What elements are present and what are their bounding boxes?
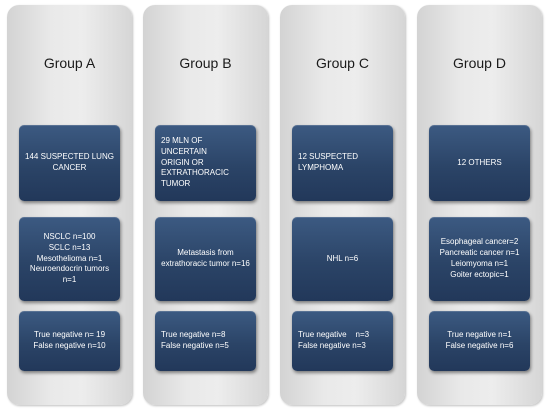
group-c-diagnosis-line-1: NHL n=6 [326, 253, 359, 263]
group-a-results-box: True negative n= 19 False negative n=10 [19, 311, 120, 371]
group-b-title: Group B [179, 55, 232, 71]
group-c-suspected-line-1: 12 SUSPECTED [298, 152, 359, 162]
group-a-diagnosis-line-4: Neuroendocrin tumors [29, 264, 110, 274]
group-b-suspected-line-2: ORIGIN OR [161, 157, 204, 167]
group-a-column: Group A 144 SUSPECTED LUNG CANCER NSCLC … [7, 5, 132, 405]
group-b-suspected-line-1: 29 MLN OF UNCERTAIN [161, 136, 207, 156]
group-b-suspected-line-3: EXTRATHORACIC TUMOR [161, 168, 231, 189]
group-b-suspected-box: 29 MLN OF UNCERTAIN ORIGIN OR EXTRATHORA… [155, 125, 256, 201]
group-a-title: Group A [43, 55, 96, 71]
group-c-suspected-box: 12 SUSPECTED LYMPHOMA [292, 125, 393, 201]
group-c-suspected-line-2: LYMPHOMA [298, 163, 344, 172]
group-a-diagnosis-line-1: NSCLC n=100 [43, 232, 96, 241]
group-b-false-negative: False negative n=5 [161, 341, 229, 350]
group-a-suspected-line-2: CANCER [52, 163, 87, 172]
group-b-column: Group B 29 MLN OF UNCERTAIN ORIGIN OR EX… [143, 5, 268, 405]
group-d-true-negative: True negative n=1 [447, 330, 512, 340]
group-a-diagnosis-line-5: n=1 [62, 275, 77, 285]
group-d-diagnosis-line-1: Esophageal cancer=2 [440, 237, 519, 247]
group-c-false-negative: False negative n=3 [298, 341, 366, 350]
group-c-diagnosis-box: NHL n=6 [292, 217, 393, 301]
group-a-suspected-line-1: 144 SUSPECTED LUNG [25, 152, 114, 162]
group-a-true-negative: True negative n= 19 [33, 330, 106, 340]
group-d-diagnosis-box: Esophageal cancer=2 Pancreatic cancer n=… [429, 217, 530, 301]
group-c-title: Group C [316, 55, 369, 71]
group-a-diagnosis-line-2: SCLC n=13 [48, 242, 91, 252]
group-d-diagnosis-line-2: Pancreatic cancer n=1 [439, 248, 520, 258]
group-d-title: Group D [453, 55, 506, 71]
group-a-false-negative: False negative n=10 [33, 341, 106, 350]
group-d-diagnosis-line-3: Leiomyoma n=1 [450, 259, 509, 268]
group-b-true-negative: True negative n=8 [161, 330, 226, 340]
group-d-results-box: True negative n=1 False negative n=6 [429, 311, 530, 371]
group-a-diagnosis-line-3: Mesothelioma n=1 [36, 253, 103, 263]
group-c-true-negative: True negative n=3 [298, 330, 370, 340]
group-d-diagnosis-line-4: Goiter ectopic=1 [450, 269, 509, 279]
group-b-diagnosis-line-1: Metastasis from [177, 248, 234, 258]
group-c-column: Group C 12 SUSPECTED LYMPHOMA NHL n=6 Tr… [280, 5, 405, 405]
group-d-column: Group D 12 OTHERS Esophageal cancer=2 Pa… [417, 5, 542, 405]
group-d-suspected-box: 12 OTHERS [429, 125, 530, 201]
group-d-false-negative: False negative n=6 [445, 341, 514, 350]
group-d-suspected-line-1: 12 OTHERS [457, 157, 502, 167]
group-b-diagnosis-line-2: extrathoracic tumor n=16 [161, 259, 250, 268]
group-b-diagnosis-box: Metastasis from extrathoracic tumor n=16 [155, 217, 256, 301]
group-a-suspected-box: 144 SUSPECTED LUNG CANCER [19, 125, 120, 201]
group-c-results-box: True negative n=3 False negative n=3 [292, 311, 393, 371]
group-b-results-box: True negative n=8 False negative n=5 [155, 311, 256, 371]
group-a-diagnosis-box: NSCLC n=100 SCLC n=13 Mesothelioma n=1 N… [19, 217, 120, 301]
